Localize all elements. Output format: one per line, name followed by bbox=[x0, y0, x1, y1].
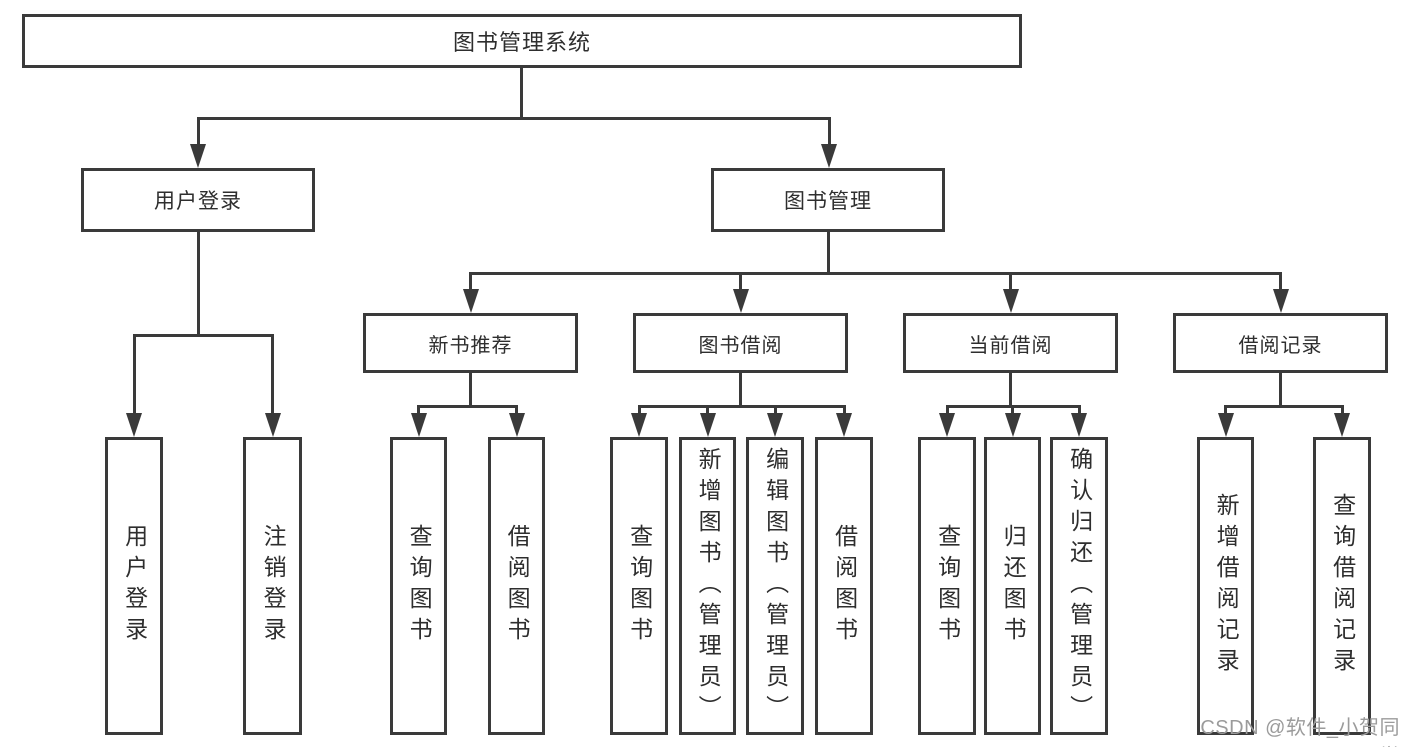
csdn-watermark: CSDN @软件_小贺同学 bbox=[1200, 717, 1400, 747]
connector-line bbox=[1279, 373, 1282, 407]
connector-line bbox=[1224, 404, 1344, 408]
arrow-down-icon bbox=[767, 413, 783, 437]
arrow-down-icon bbox=[462, 289, 479, 313]
arrow-down-icon bbox=[1334, 413, 1350, 437]
connector-line bbox=[469, 373, 472, 407]
leaf-user-login: 用户登录 bbox=[105, 437, 163, 735]
connector-line bbox=[827, 118, 831, 147]
connector-line bbox=[132, 333, 274, 337]
connector-line bbox=[637, 404, 846, 408]
arrow-down-icon bbox=[264, 413, 281, 437]
arrow-down-icon bbox=[1272, 289, 1289, 313]
arrow-down-icon bbox=[821, 144, 837, 168]
connector-line bbox=[1009, 273, 1012, 291]
connector-line bbox=[132, 335, 136, 415]
connector-line bbox=[515, 406, 518, 416]
connector-line bbox=[773, 406, 777, 416]
arrow-down-icon bbox=[1002, 289, 1019, 313]
leaf-borrowing-borrow-books: 借阅图书 bbox=[815, 437, 873, 735]
connector-line bbox=[1279, 273, 1282, 291]
arrow-down-icon bbox=[410, 413, 427, 437]
arrow-down-icon bbox=[190, 144, 206, 168]
leaf-current-query-books: 查询图书 bbox=[918, 437, 976, 735]
arrow-down-icon bbox=[508, 413, 525, 437]
leaf-add-book-admin: 新增图书（管理员） bbox=[679, 437, 736, 735]
node-user-login: 用户登录 bbox=[81, 168, 315, 232]
connector-line bbox=[519, 68, 523, 119]
connector-line bbox=[842, 406, 846, 416]
connector-line bbox=[1077, 406, 1081, 416]
connector-line bbox=[637, 406, 641, 416]
connector-line bbox=[469, 273, 472, 291]
connector-line bbox=[945, 406, 949, 416]
connector-line bbox=[1340, 406, 1344, 416]
connector-line bbox=[196, 116, 831, 120]
arrow-down-icon bbox=[732, 289, 749, 313]
arrow-down-icon bbox=[1004, 413, 1021, 437]
arrow-down-icon bbox=[126, 413, 142, 437]
connector-line bbox=[417, 406, 420, 416]
arrow-down-icon bbox=[699, 413, 716, 437]
leaf-edit-book-admin: 编辑图书（管理员） bbox=[746, 437, 804, 735]
connector-line bbox=[1011, 406, 1014, 416]
node-library-management-system: 图书管理系统 bbox=[22, 14, 1022, 68]
node-book-borrowing: 图书借阅 bbox=[633, 313, 848, 373]
leaf-recommend-borrow-books: 借阅图书 bbox=[488, 437, 545, 735]
arrow-down-icon bbox=[836, 413, 852, 437]
node-borrowing-records: 借阅记录 bbox=[1173, 313, 1388, 373]
connector-line bbox=[196, 232, 200, 337]
leaf-logout: 注销登录 bbox=[243, 437, 302, 735]
connector-line bbox=[417, 404, 518, 408]
leaf-return-books: 归还图书 bbox=[984, 437, 1041, 735]
connector-line bbox=[1224, 406, 1227, 416]
leaf-add-borrow-record: 新增借阅记录 bbox=[1197, 437, 1254, 735]
leaf-query-borrow-record: 查询借阅记录 bbox=[1313, 437, 1371, 735]
node-current-borrowing: 当前借阅 bbox=[903, 313, 1118, 373]
leaf-recommend-query-books: 查询图书 bbox=[390, 437, 447, 735]
leaf-confirm-return-admin: 确认归还（管理员） bbox=[1050, 437, 1108, 735]
arrow-down-icon bbox=[631, 413, 647, 437]
arrow-down-icon bbox=[939, 413, 955, 437]
connector-line bbox=[196, 118, 200, 147]
connector-line bbox=[469, 271, 1282, 275]
connector-line bbox=[271, 335, 274, 415]
node-new-book-recommendation: 新书推荐 bbox=[363, 313, 578, 373]
connector-line bbox=[739, 373, 742, 407]
node-book-management: 图书管理 bbox=[711, 168, 945, 232]
arrow-down-icon bbox=[1071, 413, 1087, 437]
connector-line bbox=[1009, 373, 1012, 407]
connector-line bbox=[706, 406, 709, 416]
arrow-down-icon bbox=[1217, 413, 1234, 437]
connector-line bbox=[739, 273, 742, 291]
connector-line bbox=[826, 232, 830, 274]
leaf-borrowing-query-books: 查询图书 bbox=[610, 437, 668, 735]
